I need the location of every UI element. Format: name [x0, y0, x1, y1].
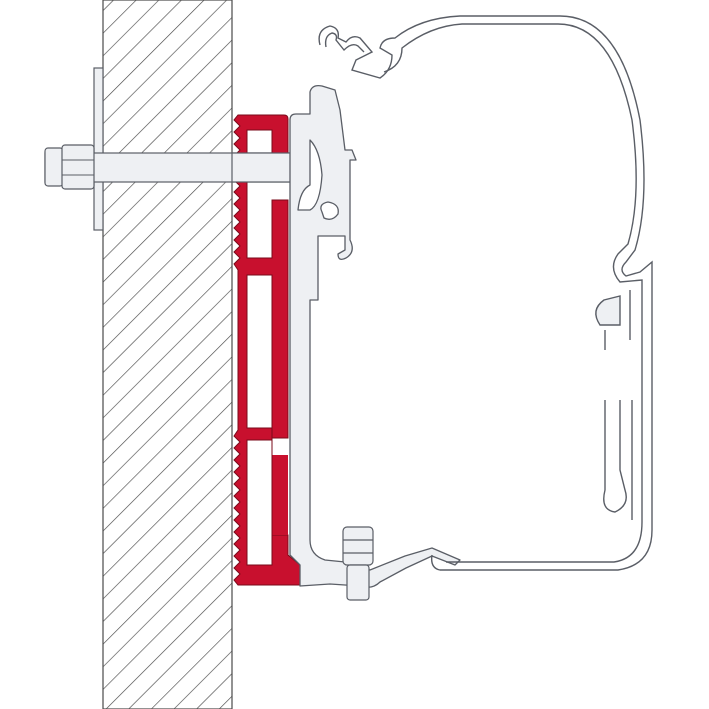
adapter-bracket	[233, 114, 301, 586]
nut	[61, 144, 95, 190]
rail-profile	[289, 84, 461, 588]
screw	[342, 526, 374, 601]
wall-plate	[93, 67, 104, 231]
wall	[102, 0, 233, 709]
awning-case	[318, 15, 653, 571]
